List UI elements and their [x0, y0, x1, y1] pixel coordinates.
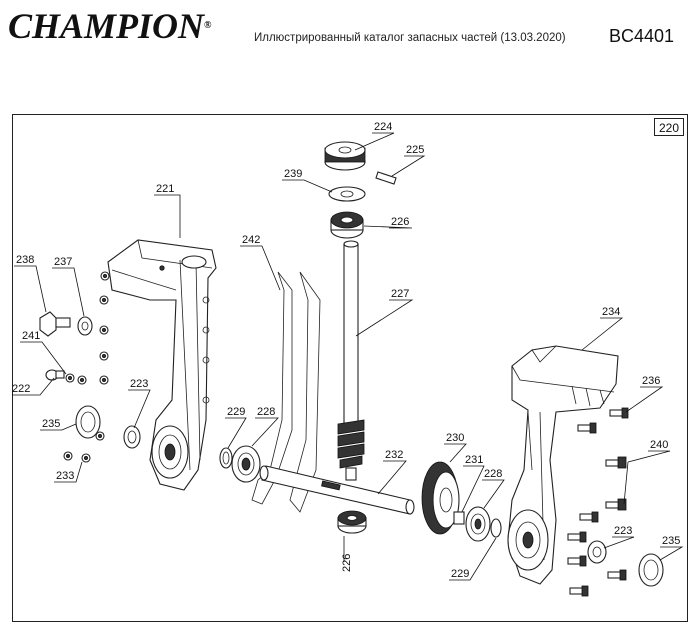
seal-235-right [638, 553, 664, 587]
callout-222: 222 [12, 383, 30, 395]
left-housing [107, 239, 217, 491]
callout-224: 224 [374, 121, 392, 133]
bolt-222 [45, 369, 65, 381]
callout-236: 236 [642, 375, 660, 387]
clutch-drum-224 [324, 141, 366, 171]
callout-233: 233 [56, 470, 74, 482]
washer-239 [328, 186, 366, 202]
callout-223-right: 223 [614, 525, 632, 537]
registered-mark: ® [204, 20, 212, 31]
seal-223-left [123, 425, 141, 449]
bearing-228-left [231, 445, 261, 483]
callout-225: 225 [406, 144, 424, 156]
seal-235-left [75, 405, 101, 439]
callout-230: 230 [446, 432, 464, 444]
callout-232: 232 [385, 449, 403, 461]
callout-234: 234 [602, 306, 620, 318]
callout-235-left: 235 [42, 418, 60, 430]
callout-223-left: 223 [130, 378, 148, 390]
callout-238: 238 [16, 254, 34, 266]
callout-231: 231 [465, 454, 483, 466]
model-number: BC4401 [609, 26, 675, 46]
group-number-box: 220 [654, 118, 684, 136]
washer-237 [77, 316, 93, 336]
key-231 [453, 511, 465, 525]
nuts-233 [63, 271, 110, 463]
brand-text: CHAMPION [8, 6, 205, 46]
callout-242: 242 [242, 234, 260, 246]
page-header: CHAMPION® Иллюстрированный каталог запас… [0, 0, 700, 60]
gaskets-242 [251, 271, 321, 513]
right-housing [507, 345, 619, 585]
callout-235-right: 235 [662, 535, 680, 547]
pin-225 [375, 171, 397, 185]
callout-226-top: 226 [391, 216, 409, 228]
seal-223-right [587, 540, 607, 564]
leader-lines [12, 132, 684, 581]
champion-logo: CHAMPION® [8, 6, 212, 46]
callout-labels: 221 222 223 223 224 225 226 226 227 228 … [12, 121, 680, 580]
callout-228-left: 228 [257, 406, 275, 418]
callout-227: 227 [391, 288, 409, 300]
gear-230 [421, 461, 460, 535]
callout-228-right: 228 [484, 468, 502, 480]
drive-shaft-227 [337, 240, 365, 481]
bearing-226-bottom [337, 510, 367, 534]
diagram-frame [12, 114, 688, 622]
nut-241 [65, 373, 75, 383]
callout-226-bottom: 226 [341, 554, 353, 572]
output-shaft-232 [259, 465, 415, 515]
callout-221: 221 [156, 183, 174, 195]
callout-240: 240 [650, 439, 668, 451]
callout-229-left: 229 [227, 406, 245, 418]
callout-241: 241 [22, 330, 40, 342]
bearing-228-right [465, 506, 491, 542]
callout-229-right: 229 [451, 568, 469, 580]
screws-236-240 [567, 407, 629, 597]
callout-239: 239 [284, 168, 302, 180]
callout-237: 237 [54, 256, 72, 268]
oring-229-left [219, 447, 233, 469]
bearing-226-top [330, 211, 364, 239]
oring-229-right [490, 518, 502, 538]
catalog-title: Иллюстрированный каталог запасных частей… [254, 32, 566, 44]
bolt-238 [39, 311, 71, 337]
